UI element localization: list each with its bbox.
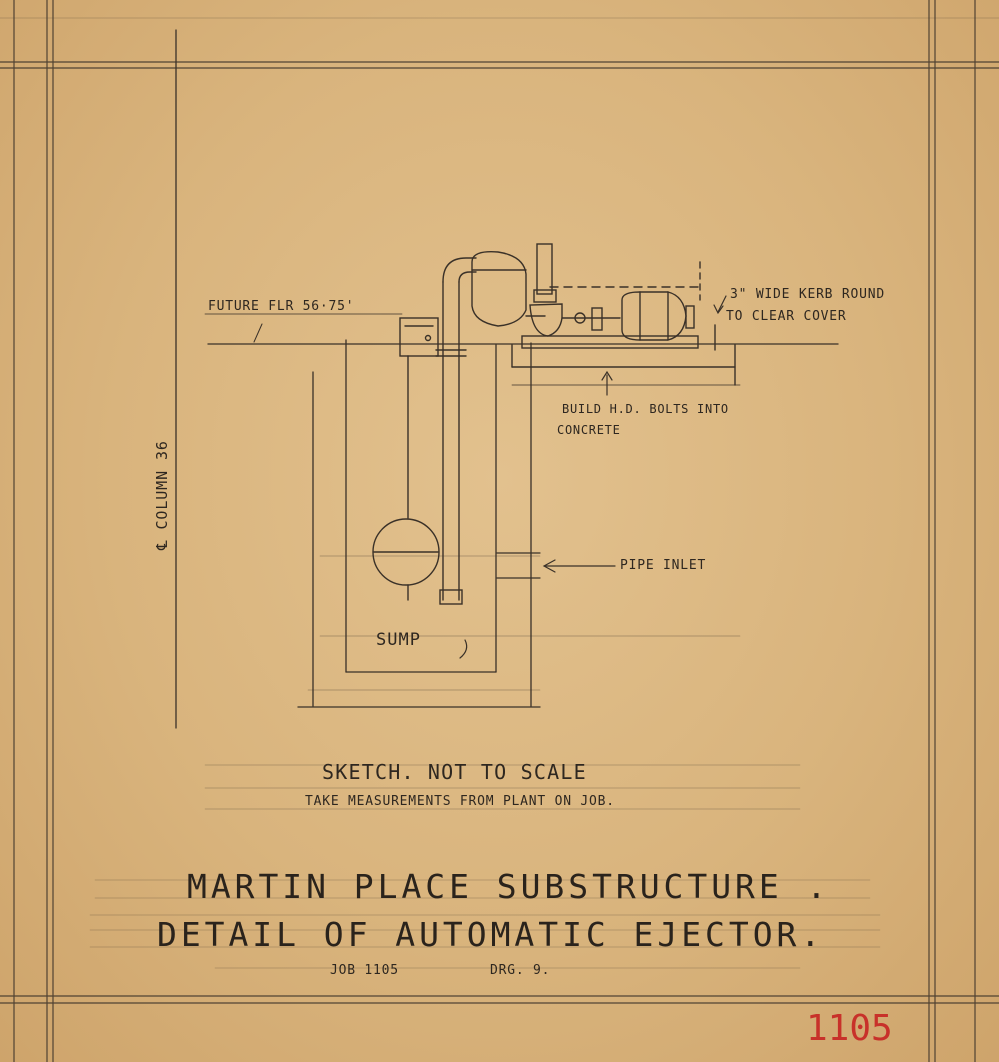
drawing-number: DRG. 9.	[490, 963, 550, 978]
floor-level-label: FUTURE FLR 56·75'	[208, 299, 354, 314]
sump-pit	[297, 339, 741, 708]
base-plate	[511, 261, 741, 386]
red-job-stamp: 1105	[806, 1008, 893, 1049]
kerb-note-line1: 3" WIDE KERB ROUND	[730, 287, 885, 302]
leader-arrows	[459, 295, 727, 659]
measurements-note: TAKE MEASUREMENTS FROM PLANT ON JOB.	[305, 794, 615, 809]
bolts-note-line1: BUILD H.D. BOLTS INTO	[562, 402, 729, 416]
column-label: ℄ COLUMN 36	[153, 440, 171, 551]
sketch-note: SKETCH. NOT TO SCALE	[322, 760, 587, 784]
title-block: MARTIN PLACE SUBSTRUCTURE . DETAIL OF AU…	[89, 867, 881, 978]
pipe-inlet-label: PIPE INLET	[620, 558, 706, 573]
discharge-pipe	[435, 257, 477, 605]
kerb-note-line2: TO CLEAR COVER	[726, 309, 847, 324]
floor-line	[204, 313, 839, 345]
sump-label: SUMP	[376, 630, 421, 650]
receiver-vessel	[471, 251, 546, 327]
job-number: JOB 1105	[330, 963, 399, 978]
notes: SKETCH. NOT TO SCALE TAKE MEASUREMENTS F…	[204, 760, 801, 810]
bolts-note-line2: CONCRETE	[557, 423, 621, 437]
title-line-2: DETAIL OF AUTOMATIC EJECTOR.	[157, 915, 824, 954]
motor	[621, 291, 695, 341]
title-line-1: MARTIN PLACE SUBSTRUCTURE .	[187, 867, 830, 906]
float-ball	[372, 355, 440, 601]
pump-unit	[529, 243, 621, 337]
float-switch-box	[399, 317, 439, 357]
